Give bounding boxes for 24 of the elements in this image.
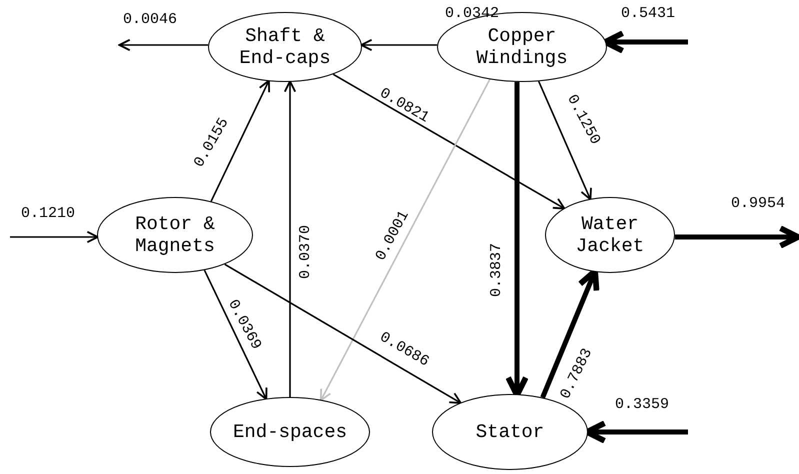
node-label: End-spaces [232, 421, 348, 443]
edge-label: 0.0370 [298, 225, 314, 279]
arrow [10, 230, 99, 244]
edge-label: 0.1210 [21, 206, 75, 222]
edge-label: 0.3359 [615, 397, 669, 413]
arrow [210, 80, 270, 202]
node-label: Shaft & End-caps [238, 25, 332, 69]
arrow [538, 81, 592, 200]
edge-label: 0.3837 [489, 243, 505, 297]
arrow [320, 79, 490, 402]
arrow [224, 264, 462, 404]
arrow [332, 74, 566, 210]
node-label: Copper Windings [475, 25, 569, 69]
node-label: Water Jacket [574, 213, 646, 257]
arrow [118, 38, 208, 52]
edge-label: 0.0342 [445, 6, 499, 22]
arrow [674, 225, 799, 249]
arrow [360, 38, 438, 52]
edge-label: 0.0046 [123, 12, 177, 28]
edge-label: 0.5431 [621, 6, 675, 22]
node-label: Rotor & Magnets [134, 213, 216, 257]
edge-label: 0.9954 [731, 196, 785, 212]
arrow [284, 80, 296, 397]
node-label: Stator [476, 421, 544, 443]
